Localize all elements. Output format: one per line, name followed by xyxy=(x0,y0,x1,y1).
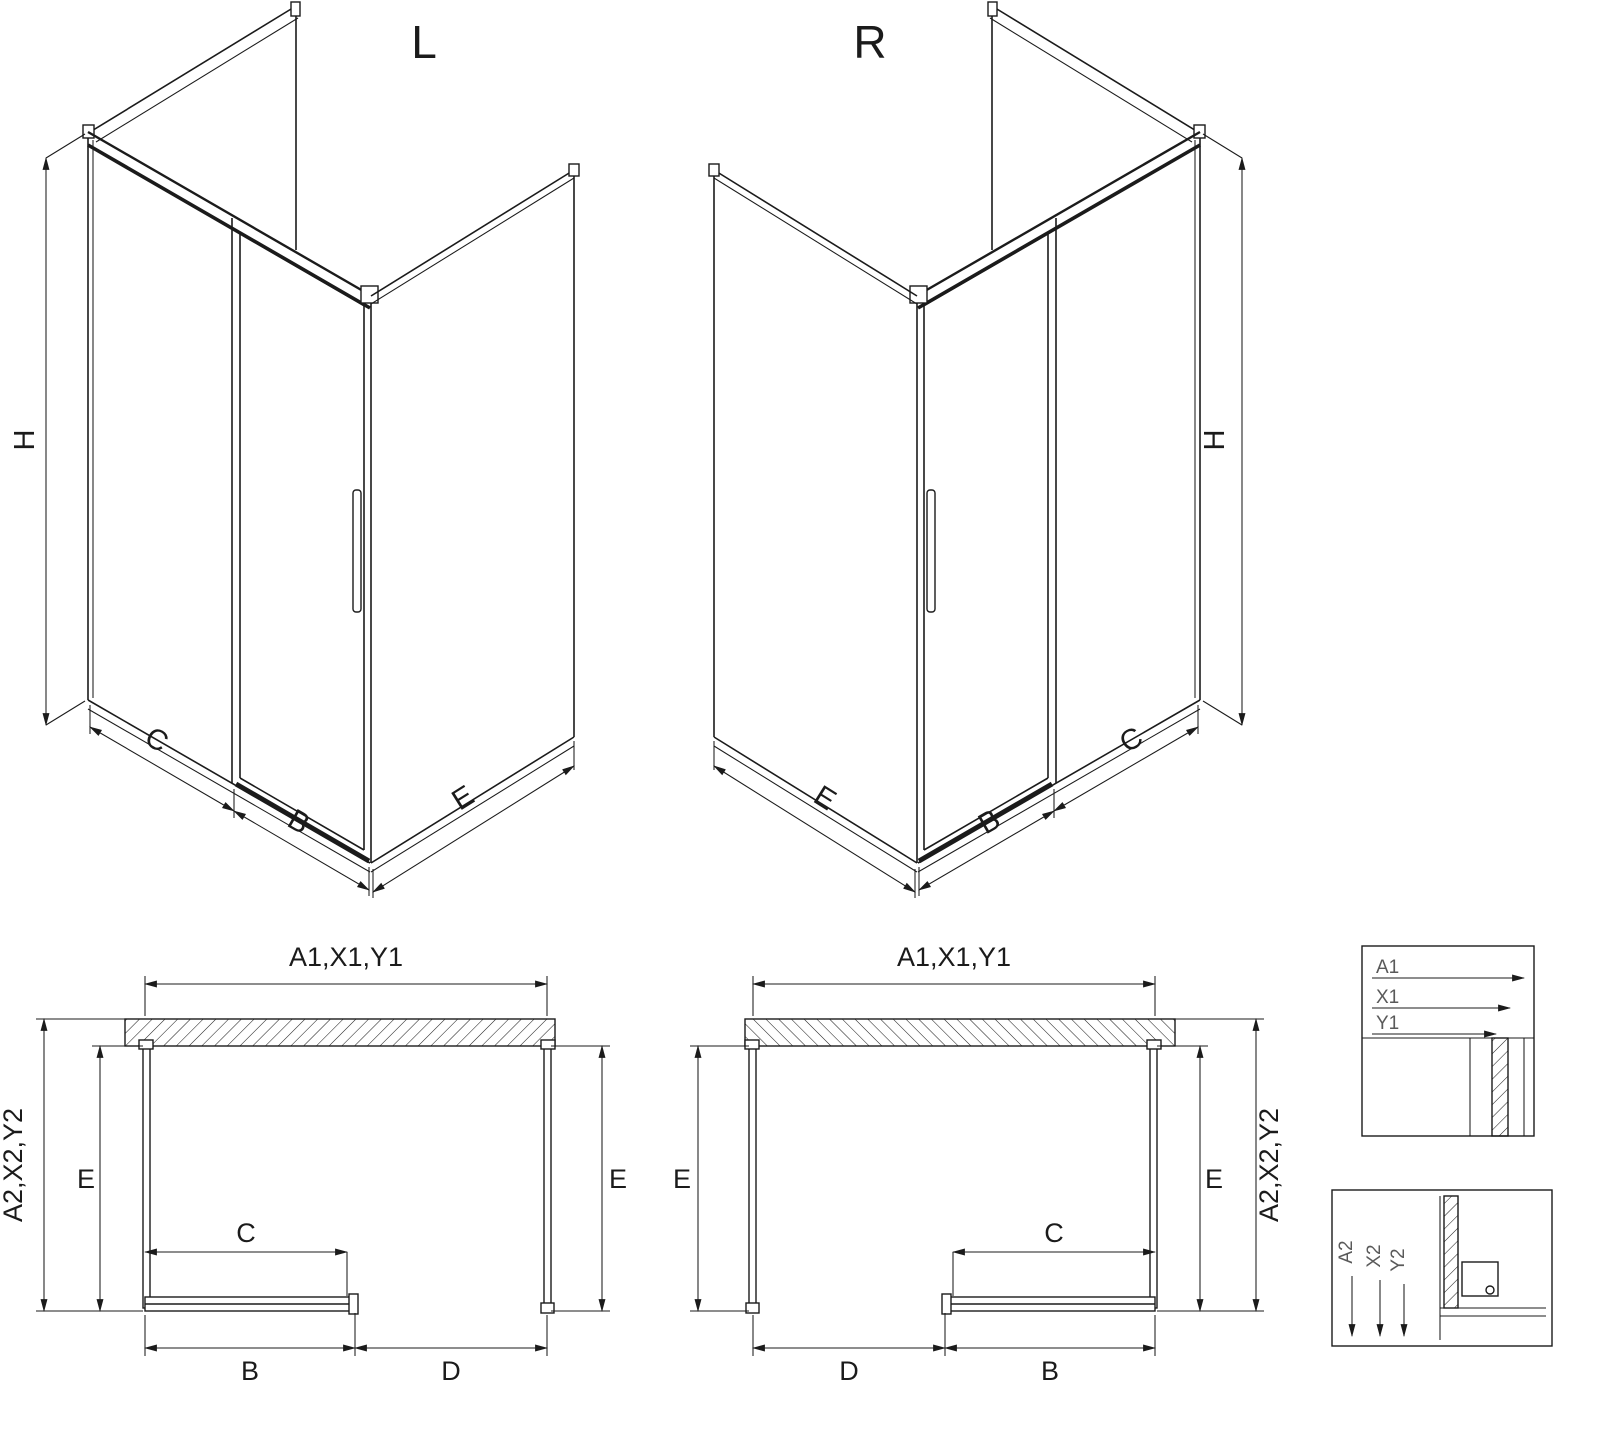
detail-bottom-frame xyxy=(1331,1189,1553,1347)
glass-panel-left xyxy=(142,1045,151,1309)
detail-x1-label: X1 xyxy=(1376,987,1399,1008)
detail-y2-label: Y2 xyxy=(1388,1248,1409,1271)
dim-label-h-left: H xyxy=(9,430,41,451)
detail-a1-label: A1 xyxy=(1376,957,1399,978)
variant-label-right: R xyxy=(853,16,886,68)
plan-right-c-label: C xyxy=(1044,1218,1064,1248)
plan-left-c-label: C xyxy=(236,1218,256,1248)
wall-bracket-left xyxy=(138,1039,154,1050)
plan-right-e-right-label: E xyxy=(1205,1164,1223,1194)
door-handle xyxy=(352,489,362,613)
plan-left-d-label: D xyxy=(441,1356,461,1386)
plan-left-e-left-label: E xyxy=(77,1164,95,1194)
slider-rail xyxy=(87,130,371,297)
dim-line-c xyxy=(89,726,235,812)
wall-hatch xyxy=(124,1018,556,1047)
detail-bottom-hatch xyxy=(1443,1195,1459,1309)
plan-left-top-dim-label: A1,X1,Y1 xyxy=(289,942,403,972)
dim-label-b-left: B xyxy=(282,804,315,841)
plan-left-labels: A1,X1,Y1 A2,X2,Y2 E E C B D xyxy=(0,942,627,1386)
iso-right-labels: R H E B C xyxy=(808,16,1231,841)
plan-right-geometry xyxy=(690,976,1264,1356)
plan-right-top-dim-label: A1,X1,Y1 xyxy=(897,942,1011,972)
detail-x2-label: X2 xyxy=(1364,1244,1385,1267)
plan-left-geometry xyxy=(36,976,610,1356)
top-profile-cap xyxy=(290,1,301,17)
plan-right-side-dim-label: A2,X2,Y2 xyxy=(1254,1108,1284,1222)
corner-post xyxy=(360,285,379,304)
detail-a2-label: A2 xyxy=(1336,1240,1357,1263)
detail-y1-label: Y1 xyxy=(1376,1013,1399,1034)
side-panel-profile xyxy=(568,163,580,177)
plan-left-side-dim-label: A2,X2,Y2 xyxy=(0,1108,28,1222)
wall-bracket-right xyxy=(540,1039,556,1050)
glass-panel-right xyxy=(543,1045,552,1309)
plan-left-b-label: B xyxy=(241,1356,259,1386)
detail-bottom-fixing-screw xyxy=(1485,1285,1495,1295)
plan-right-d-label: D xyxy=(839,1356,859,1386)
dim-label-b-right: B xyxy=(973,804,1006,841)
end-profile-right xyxy=(540,1302,555,1314)
variant-label-left: L xyxy=(411,16,437,68)
dim-label-c-right: C xyxy=(1114,721,1148,759)
door-end-cap xyxy=(348,1293,359,1315)
detail-top-section: A1 X1 Y1 xyxy=(1361,945,1535,1137)
dim-line-e xyxy=(372,765,575,893)
dim-label-e-right: E xyxy=(808,780,841,817)
iso-left-geometry xyxy=(42,1,580,898)
dim-line-b xyxy=(233,810,370,891)
plan-right-labels: A1,X1,Y1 A2,X2,Y2 E E C B D xyxy=(673,942,1284,1386)
plan-left-e-right-label: E xyxy=(609,1164,627,1194)
dim-label-c-left: C xyxy=(139,721,173,759)
iso-right-geometry xyxy=(709,2,1242,898)
dim-label-h-right: H xyxy=(1199,430,1231,451)
plan-right-e-left-label: E xyxy=(673,1164,691,1194)
detail-top-hatch xyxy=(1491,1037,1509,1137)
plan-right-b-label: B xyxy=(1041,1356,1059,1386)
detail-bottom-section: A2 X2 Y2 xyxy=(1331,1189,1553,1347)
iso-left-labels: L H C B E xyxy=(9,16,480,841)
